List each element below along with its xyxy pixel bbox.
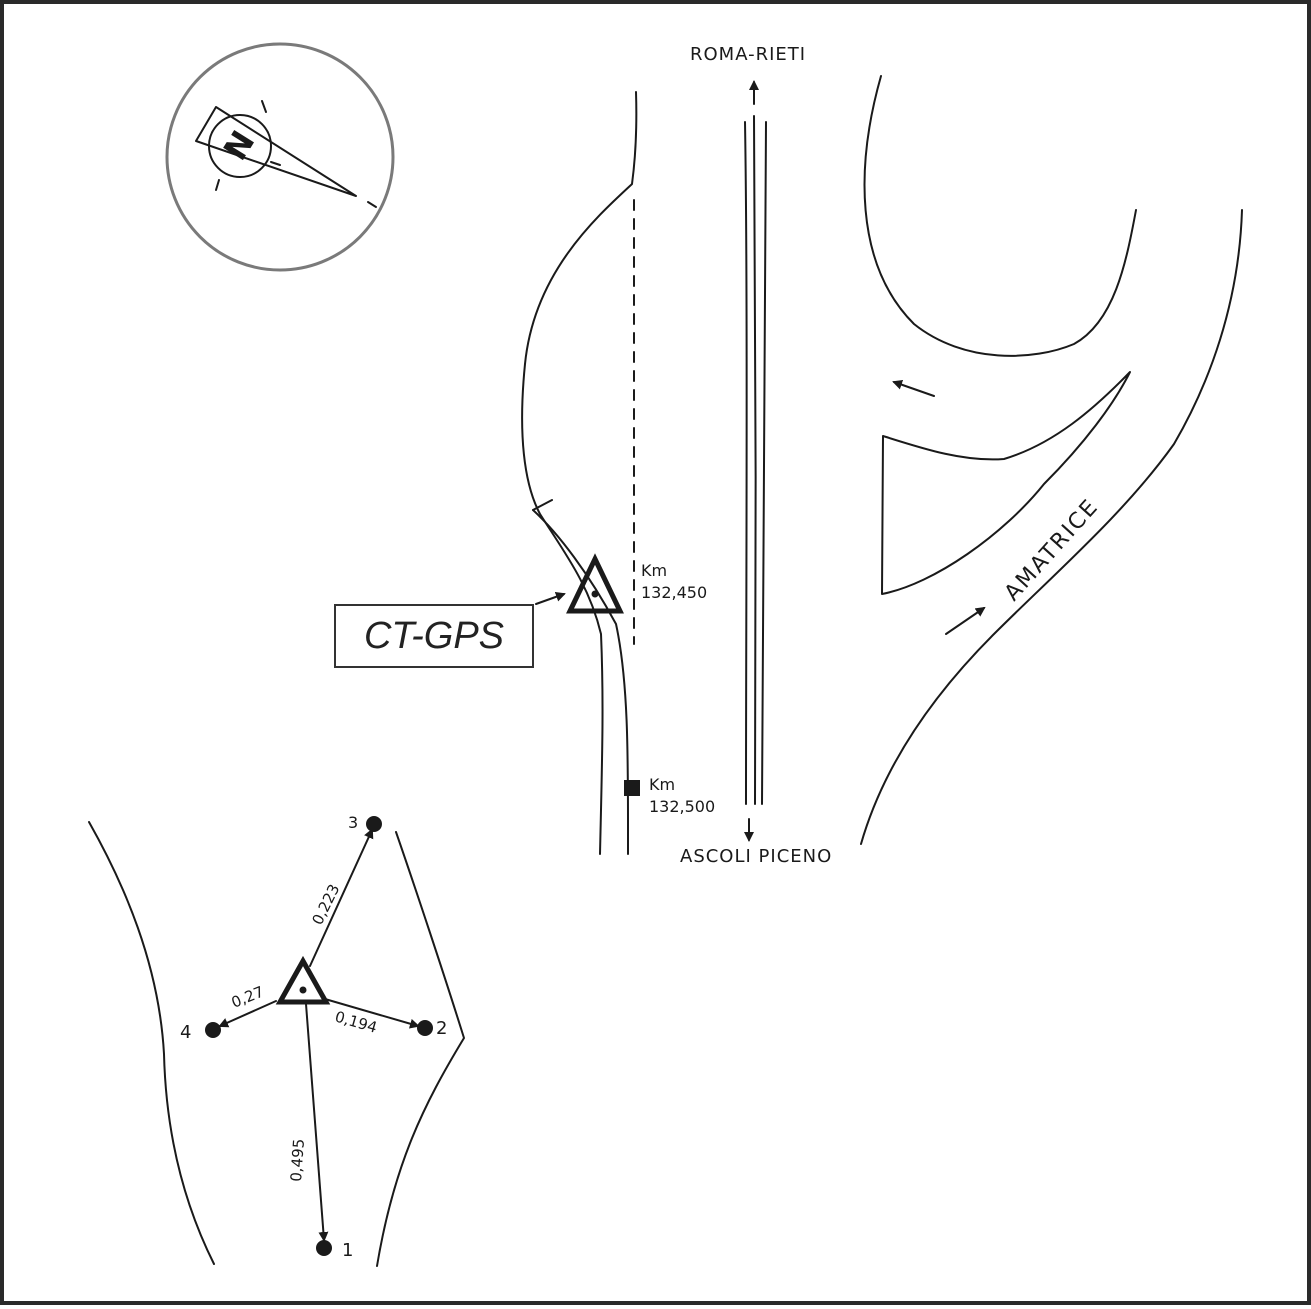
km-marker-upper: Km 132,450: [641, 561, 707, 602]
km-upper-label: Km: [641, 561, 667, 580]
point-3-label: 3: [348, 813, 358, 832]
point-1-marker: [316, 1240, 332, 1256]
station-label: CT-GPS: [363, 614, 505, 657]
direction-north-label: ROMA-RIETI: [690, 44, 806, 65]
point-2-label: 2: [436, 1018, 447, 1039]
point-4-label: 4: [180, 1022, 191, 1043]
sketch-map-canvas: N Km 132,450 Km 132,500 ROMA-RIETI AS: [88, 42, 1243, 1267]
main-road: [521, 80, 767, 855]
point-4-marker: [205, 1022, 221, 1038]
direction-south-label: ASCOLI PICENO: [680, 846, 832, 867]
detail-inset: 3 2 4 1 0,223 0,27 0,194 0,495: [88, 813, 465, 1267]
point-3-marker: [366, 816, 382, 832]
km-upper-value: 132,450: [641, 583, 707, 602]
compass-icon: N: [165, 42, 395, 272]
km-marker-lower: Km 132,500: [624, 775, 715, 816]
direction-east-label: AMATRICE: [1000, 494, 1104, 606]
station-label-box: CT-GPS: [334, 604, 534, 668]
station-marker-icon: [535, 553, 624, 614]
point-2-marker: [417, 1020, 433, 1036]
distance-1-label: 0,495: [287, 1138, 308, 1182]
km-lower-value: 132,500: [649, 797, 715, 816]
km-lower-label: Km: [649, 775, 675, 794]
interchange-ramps: [860, 75, 1243, 845]
point-1-label: 1: [342, 1240, 353, 1261]
km-post-icon: [624, 780, 640, 796]
inset-station-icon: [275, 955, 331, 1005]
